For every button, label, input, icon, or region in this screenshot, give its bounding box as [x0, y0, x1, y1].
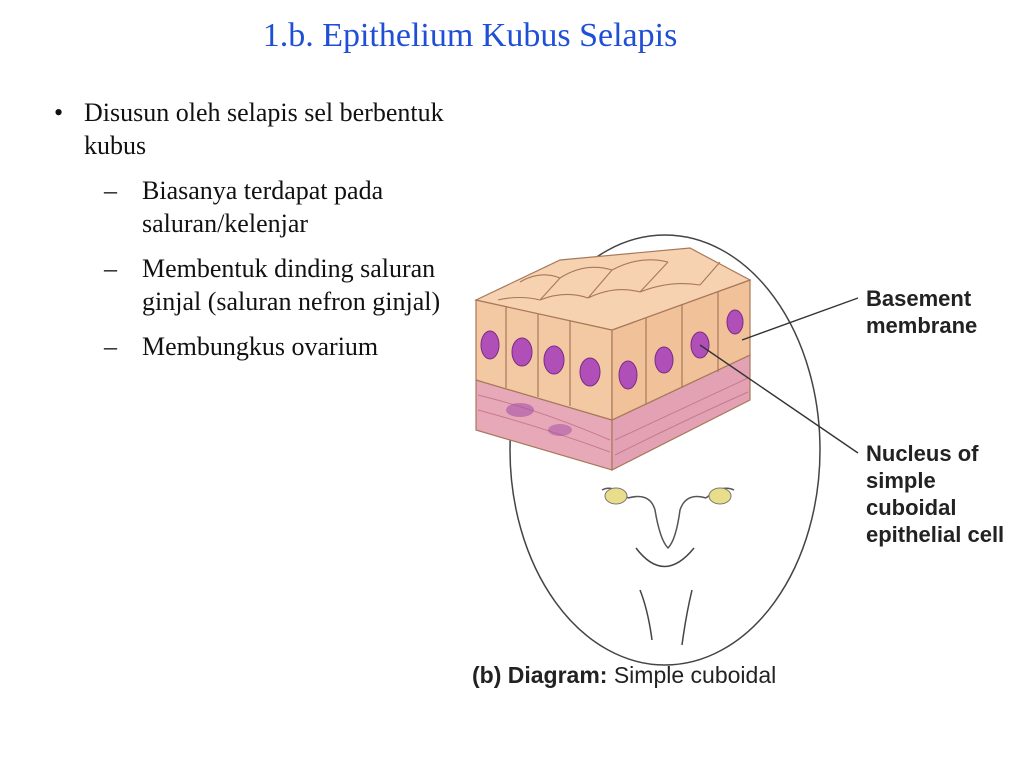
- basement-leader-line: [741, 297, 859, 341]
- cell-nucleus: [511, 337, 533, 367]
- nucleus-label: Nucleus of simple cuboidal epithelial ce…: [866, 441, 1005, 547]
- diagram-caption: (b) Diagram: Simple cuboidal: [472, 662, 776, 689]
- dash-mark: –: [104, 332, 117, 361]
- pelvis-outline: [635, 547, 695, 568]
- bullet-list: • Disusun oleh selapis sel berbentuk kub…: [48, 96, 468, 375]
- sub-bullet-text: Biasanya terdapat pada saluran/kelenjar: [142, 176, 384, 238]
- bullet-mark: •: [54, 98, 64, 127]
- cuboidal-diagram: [474, 234, 859, 666]
- ovary-right: [708, 487, 732, 505]
- dash-mark: –: [104, 176, 117, 205]
- nucleus-leader-line: [699, 344, 859, 454]
- sub-bullet-item: – Biasanya terdapat pada saluran/kelenja…: [48, 174, 468, 240]
- caption-prefix: (b) Diagram:: [472, 662, 608, 688]
- sub-bullet-text: Membungkus ovarium: [142, 332, 379, 361]
- sub-bullet-text: Membentuk dinding saluran ginjal (salura…: [142, 254, 441, 316]
- tissue-nucleus: [548, 424, 572, 436]
- cell-outline: [497, 259, 721, 301]
- sub-bullet-item: – Membungkus ovarium: [48, 330, 468, 363]
- dash-mark: –: [104, 254, 117, 283]
- basement-membrane-label: Basement membrane: [866, 286, 978, 338]
- ovary-left: [604, 487, 628, 505]
- tissue-nucleus: [506, 403, 534, 417]
- cell-nucleus: [480, 330, 500, 360]
- cell-nucleus: [726, 309, 744, 335]
- cell-divider: [505, 307, 571, 406]
- leg-outline: [639, 589, 653, 641]
- cell-layer-top: [474, 247, 752, 331]
- caption-text: Simple cuboidal: [613, 662, 777, 688]
- cell-nucleus: [618, 360, 638, 390]
- uterus-outline: [627, 495, 707, 550]
- cell-nucleus: [543, 345, 565, 375]
- cell-nucleus: [579, 357, 601, 387]
- leg-outline: [681, 589, 693, 646]
- slide-title: 1.b. Epithelium Kubus Selapis: [262, 17, 678, 54]
- body-outline: [509, 234, 821, 666]
- sub-bullet-item: – Membentuk dinding saluran ginjal (salu…: [48, 252, 468, 318]
- bullet-text: Disusun oleh selapis sel berbentuk kubus: [84, 98, 444, 160]
- cell-divider: [645, 292, 719, 404]
- tissue-fiber: [477, 377, 749, 456]
- cell-nucleus: [654, 346, 674, 374]
- bullet-item: • Disusun oleh selapis sel berbentuk kub…: [48, 96, 468, 162]
